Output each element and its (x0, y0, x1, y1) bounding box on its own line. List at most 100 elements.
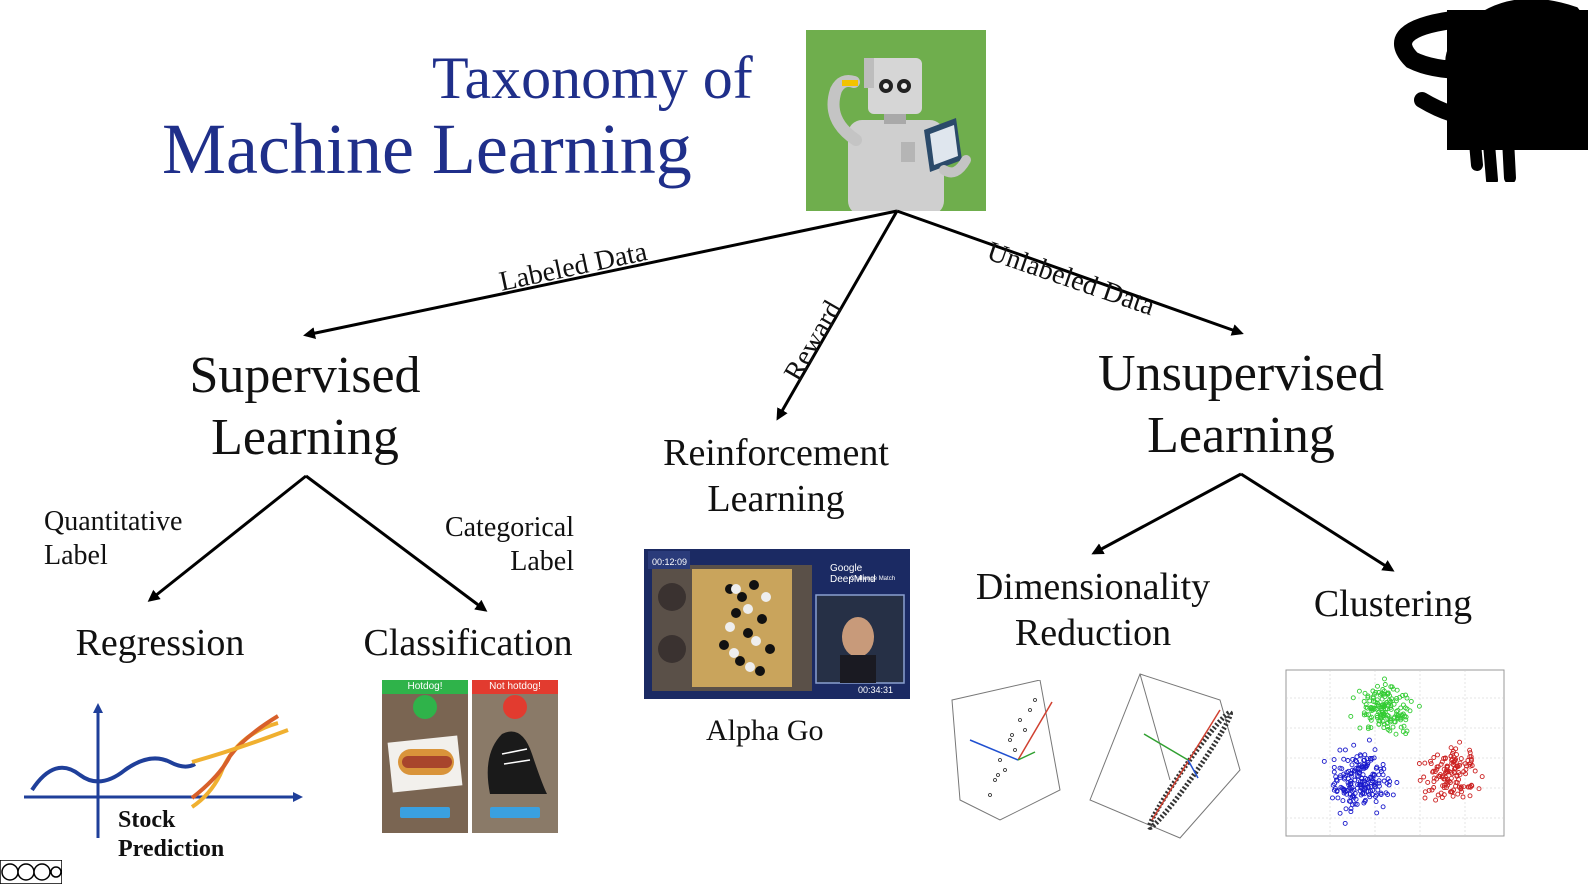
cluster-point (1331, 764, 1337, 770)
cluster-point (1373, 794, 1378, 799)
cluster-point (1449, 771, 1455, 777)
cluster-point (1422, 795, 1428, 801)
cluster-point (1365, 760, 1371, 766)
cluster-point (1348, 713, 1354, 719)
cluster-point (1345, 758, 1351, 763)
stock-prediction-caption: Stock Prediction (118, 807, 225, 862)
cluster-point (1367, 715, 1373, 721)
cluster-point (1376, 783, 1382, 789)
cluster-point (1321, 758, 1327, 764)
cluster-point (1347, 781, 1353, 787)
cluster-point (1355, 765, 1361, 771)
edge-label-quantitative: Quantitative Label (44, 506, 183, 571)
cluster-point (1454, 752, 1459, 758)
clustering-plot (1280, 668, 1506, 846)
cluster-point (1416, 703, 1422, 709)
cluster-point (1376, 690, 1382, 695)
cluster-point (1354, 801, 1360, 807)
cluster-point (1381, 725, 1387, 731)
cluster-point (1435, 764, 1441, 770)
cluster-point (1374, 706, 1380, 712)
cluster-point (1352, 801, 1358, 807)
cluster-point (1341, 788, 1347, 793)
cluster-point (1385, 792, 1391, 797)
go-timer-right: 00:34:31 (858, 685, 894, 695)
cluster-point (1377, 718, 1383, 724)
cluster-point (1373, 780, 1379, 786)
cluster-point (1469, 763, 1475, 768)
cluster-point (1386, 702, 1392, 708)
cluster-point (1385, 716, 1391, 722)
cluster-point (1448, 745, 1454, 751)
cluster-point (1381, 721, 1387, 727)
cluster-point (1402, 705, 1408, 711)
cluster-point (1463, 767, 1469, 772)
cluster-point (1446, 778, 1452, 784)
cluster-point (1372, 747, 1378, 753)
cluster-point (1356, 762, 1362, 768)
cluster-point (1431, 775, 1437, 781)
cluster-point (1398, 705, 1404, 711)
cluster-point (1338, 784, 1344, 790)
cluster-point (1341, 756, 1347, 762)
cluster-point (1472, 768, 1478, 774)
node-regression: Regression (75, 622, 245, 664)
cluster-point (1455, 791, 1461, 797)
cluster-point (1400, 729, 1406, 735)
edge-to-unsupervised (896, 209, 1244, 336)
cluster-point (1335, 795, 1341, 801)
cluster-point (1348, 773, 1354, 779)
cluster-point (1340, 798, 1346, 804)
cluster-point (1467, 750, 1473, 756)
node-unsupervised-learning: Unsupervised Learning (1098, 345, 1384, 464)
cluster-point (1341, 790, 1347, 796)
not-hotdog-panel: Not hotdog! (472, 680, 558, 833)
cluster-point (1458, 756, 1464, 762)
cluster-point (1331, 769, 1337, 775)
cluster-point (1376, 721, 1382, 727)
cluster-point (1456, 784, 1462, 790)
cluster-point (1460, 794, 1466, 800)
alpha-go-screenshot: 00:12:09 Google DeepMind Challenge Match… (644, 549, 910, 699)
edge-to-reinforcement (776, 210, 899, 421)
edge-to-dimensionality (1091, 472, 1242, 555)
cluster-point (1457, 760, 1463, 766)
cluster-point (1398, 724, 1404, 730)
cluster-point (1398, 715, 1404, 721)
cluster-point (1331, 757, 1337, 763)
cluster-point (1467, 747, 1473, 753)
cluster-point (1425, 779, 1431, 785)
cluster-point (1374, 810, 1380, 816)
cluster-point (1366, 791, 1372, 797)
node-classification: Classification (363, 622, 573, 664)
cluster-point (1376, 772, 1382, 778)
cluster-point (1330, 795, 1335, 801)
pca-plot-1 (940, 679, 1070, 840)
cluster-point (1382, 676, 1387, 682)
cluster-point (1429, 787, 1435, 793)
cluster-point (1357, 752, 1363, 758)
go-sub: Challenge Match (850, 576, 896, 582)
cluster-point (1393, 698, 1399, 704)
cluster-point (1453, 746, 1459, 752)
cluster-point (1349, 770, 1355, 776)
cluster-point (1361, 800, 1367, 806)
cluster-point (1374, 700, 1380, 706)
cluster-point (1386, 782, 1392, 788)
cluster-point (1365, 789, 1371, 795)
cluster-point (1432, 769, 1438, 774)
cluster-point (1435, 752, 1440, 758)
cluster-point (1390, 686, 1396, 692)
cluster-point (1431, 755, 1437, 760)
stock-prediction-plot (20, 700, 310, 840)
cluster-point (1349, 762, 1355, 768)
cluster-point (1468, 784, 1473, 790)
go-brand: Google DeepMind (830, 563, 876, 585)
cluster-point (1448, 788, 1454, 794)
cluster-point (1361, 762, 1367, 767)
alpha-go-caption: Alpha Go (706, 714, 824, 747)
cluster-point (1375, 683, 1380, 689)
cluster-point (1358, 785, 1364, 791)
cluster-point (1394, 687, 1400, 693)
